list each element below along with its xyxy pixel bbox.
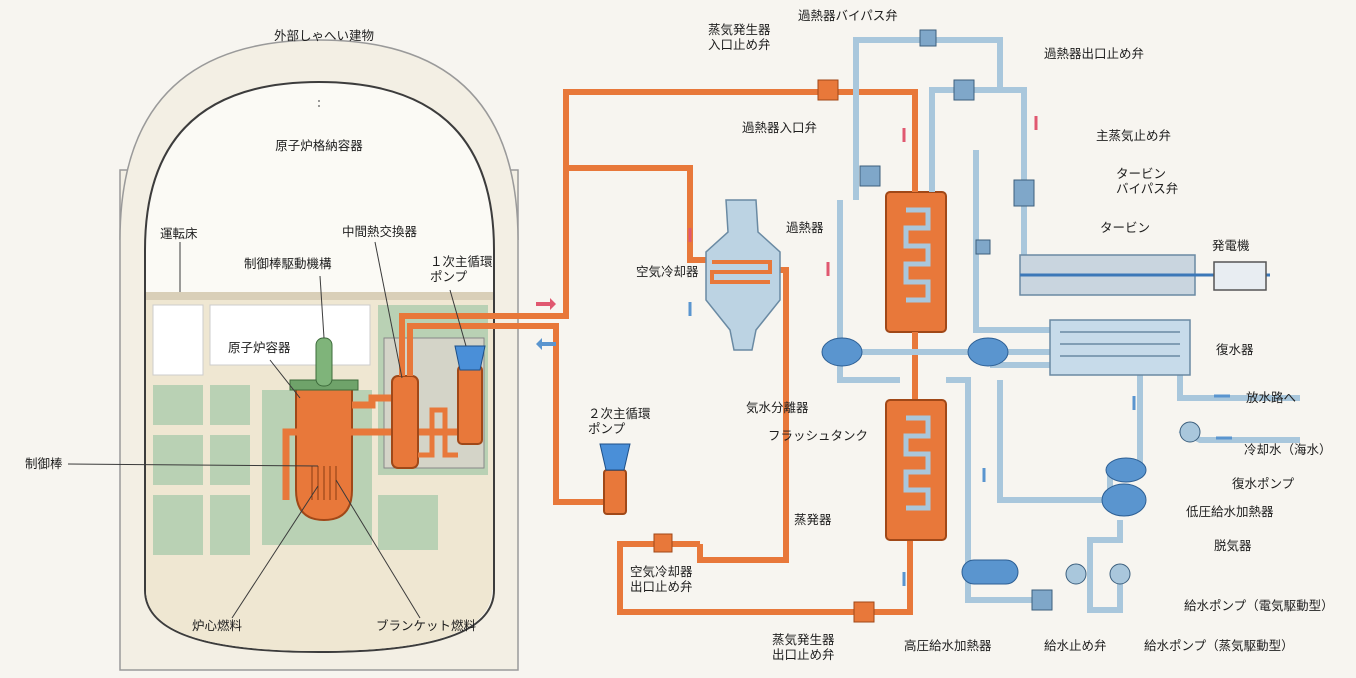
primary-pump: [457, 365, 483, 445]
label-turbine: タービン: [1100, 220, 1150, 235]
superheater-outlet-valve: [953, 79, 975, 101]
flow-arrows: [536, 116, 1232, 586]
operating-floor: [146, 292, 493, 300]
main-steam-stop-valve: [1013, 179, 1035, 207]
condensate-pump: [1179, 421, 1201, 443]
sg-inlet-valve: [817, 79, 839, 101]
label-fw-pump-motor: 給水ポンプ（電気駆動型）: [1184, 598, 1334, 613]
cell: [378, 495, 438, 550]
superheater-coil: [903, 207, 931, 303]
fw-pump-motor: [1109, 563, 1131, 585]
cell: [210, 435, 250, 485]
air-cooler-coil: [710, 260, 772, 284]
air-cooler-outlet-valve: [653, 533, 673, 553]
primary-pump-motor: [454, 345, 486, 371]
label-evaporator: 蒸発器: [794, 512, 832, 527]
condenser-outlet: [1177, 372, 1300, 401]
condenser: [1049, 319, 1191, 376]
label-main-steam-stop-valve: 主蒸気止め弁: [1096, 128, 1171, 143]
intermediate-heat-exchanger: [391, 375, 419, 469]
deaerator: [1101, 483, 1147, 517]
cell: [209, 304, 371, 366]
lp-heater-line: [997, 380, 1110, 503]
superheater-inlet-valve: [859, 165, 881, 187]
label-control-rod: 制御棒: [25, 456, 63, 471]
label-blanket-fuel: ブランケット燃料: [376, 618, 477, 633]
primary-hot-leg: [352, 394, 395, 409]
label-fw-stop-valve: 給水止め弁: [1044, 638, 1107, 653]
label-superheater-outlet-valve: 過熱器出口止め弁: [1044, 46, 1144, 61]
cell: [210, 495, 250, 555]
water-steam-components: 過熱器バイパス弁 過熱器出口止め弁 過熱器入口弁 過熱器 主蒸気止め弁 タービン…: [742, 8, 1334, 653]
label-steam-water-separator: 気水分離器: [746, 400, 809, 415]
label-hp-feedwater-heater: 高圧給水加熱器: [904, 638, 992, 653]
label-sg-inlet-valve: 蒸気発生器入口止め弁: [708, 22, 771, 52]
cell: [210, 385, 250, 425]
flash-tank: [967, 337, 1009, 367]
steam-water-separator: [821, 337, 863, 367]
sh-inlet-line: [837, 200, 900, 383]
label-outer-building: 外部しゃへい建物: [274, 28, 374, 43]
fw-pump-steam: [1065, 563, 1087, 585]
secondary-to-air-cooler: [566, 165, 720, 263]
turbine-bypass-valve: [975, 239, 991, 255]
air-cooler: [705, 199, 781, 351]
secondary-loop: ２次主循環ポンプ 空気冷却器 空気冷却器出口止め弁 蒸気発生器入口止め弁 蒸気発…: [566, 22, 947, 662]
lp-feedwater-heater: [1105, 457, 1147, 483]
label-deaerator: 脱気器: [1214, 538, 1252, 553]
reactor-vessel: [295, 387, 353, 522]
evaporator-coil: [903, 415, 931, 511]
label-lp-feedwater-heater: 低圧給水加熱器: [1186, 504, 1274, 519]
sg-outlet-valve: [853, 601, 875, 623]
label-primary-pump: １次主循環ポンプ: [430, 254, 493, 284]
generator: [1213, 261, 1267, 291]
secondary-hot-leg: [399, 89, 860, 376]
label-containment: 原子炉格納容器: [275, 138, 363, 153]
label-to-drain: 放水路へ: [1246, 390, 1296, 405]
cell: [152, 304, 204, 376]
label-air-cooler-outlet-valve: 空気冷却器出口止め弁: [630, 564, 693, 594]
label-superheater-bypass-valve: 過熱器バイパス弁: [798, 8, 898, 23]
label-secondary-pump: ２次主循環ポンプ: [588, 406, 651, 436]
secondary-pump: [603, 469, 627, 515]
label-cooling-water: 冷却水（海水）: [1244, 442, 1332, 457]
label-superheater: 過熱器: [786, 220, 824, 235]
label-sg-outlet-valve: 蒸気発生器出口止め弁: [772, 632, 835, 662]
label-air-cooler: 空気冷却器: [636, 264, 699, 279]
hp-feed-line: [946, 377, 1040, 603]
label-generator: 発電機: [1212, 238, 1250, 253]
superheater-bypass-valve: [919, 29, 937, 47]
crdm-housing: [315, 337, 333, 387]
feedwater-loop: [1087, 520, 1123, 613]
hp-feedwater-heater: [961, 559, 1019, 585]
label-condenser: 復水器: [1216, 342, 1254, 357]
reactor-primary-loop: 中間熱交換器 制御棒駆動機構 １次主循環ポンプ 原子炉容器 制御棒 炉心燃料 ブ…: [25, 89, 860, 633]
secondary-pump-motor: [599, 443, 631, 471]
label-condensate-pump: 復水ポンプ: [1232, 476, 1295, 491]
cell: [153, 495, 203, 555]
label-intermediate-hx: 中間熱交換器: [342, 224, 418, 239]
label-fw-pump-steam: 給水ポンプ（蒸気駆動型）: [1144, 638, 1294, 653]
label-core-fuel: 炉心燃料: [192, 618, 243, 633]
sodium-into-superheater: [860, 89, 918, 192]
steam-header: [973, 150, 1050, 333]
secondary-cold-leg: [407, 323, 604, 505]
label-reactor-vessel: 原子炉容器: [228, 340, 291, 355]
fw-stop-valve: [1031, 589, 1053, 611]
cell: [153, 385, 203, 425]
air-cooler-out-pipe: [617, 500, 913, 615]
cell: [153, 435, 203, 485]
label-flash-tank: フラッシュタンク: [768, 428, 868, 443]
floor-bottom: [146, 590, 492, 651]
label-superheater-inlet-valve: 過熱器入口弁: [742, 120, 817, 135]
label-crdm: 制御棒駆動機構: [244, 256, 332, 271]
label-turbine-bypass-valve: タービンバイパス弁: [1116, 166, 1178, 196]
core-fuel: [311, 466, 337, 500]
label-operating-floor: 運転床: [160, 226, 198, 241]
ihx-coil: [418, 407, 458, 458]
superheater-outlet-line: [929, 87, 1027, 260]
